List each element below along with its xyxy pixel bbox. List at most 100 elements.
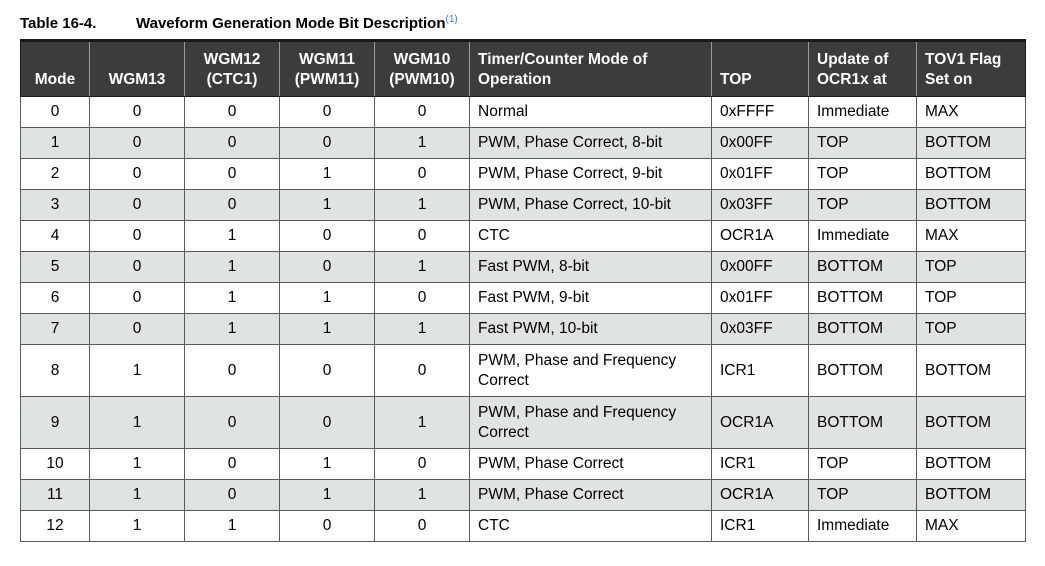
cell-top: 0x01FF [711, 282, 809, 314]
cell-update-ocr1x: BOTTOM [808, 282, 917, 314]
cell-tov1-flag: TOP [916, 313, 1026, 345]
cell-update-ocr1x: TOP [808, 479, 917, 511]
cell-top: OCR1A [711, 479, 809, 511]
cell-mode-of-operation: Fast PWM, 10-bit [469, 313, 712, 345]
header-wgm13: WGM13 [89, 39, 185, 97]
cell-top: ICR1 [711, 510, 809, 542]
cell-update-ocr1x: BOTTOM [808, 396, 917, 449]
header-wgm10: WGM10(PWM10) [374, 39, 470, 97]
cell-wgm13: 1 [89, 448, 185, 480]
cell-tov1-flag: TOP [916, 282, 1026, 314]
cell-wgm12: 0 [184, 344, 280, 397]
cell-wgm10: 0 [374, 448, 470, 480]
cell-mode: 1 [20, 127, 90, 159]
cell-top: 0x01FF [711, 158, 809, 190]
table-title: Waveform Generation Mode Bit Description [136, 15, 446, 32]
cell-wgm10: 1 [374, 313, 470, 345]
cell-tov1-flag: BOTTOM [916, 158, 1026, 190]
cell-mode: 5 [20, 251, 90, 283]
cell-top: OCR1A [711, 396, 809, 449]
cell-update-ocr1x: TOP [808, 448, 917, 480]
cell-wgm12: 1 [184, 313, 280, 345]
cell-wgm10: 1 [374, 189, 470, 221]
cell-top: OCR1A [711, 220, 809, 252]
cell-wgm12: 0 [184, 448, 280, 480]
cell-top: 0x03FF [711, 313, 809, 345]
cell-tov1-flag: BOTTOM [916, 189, 1026, 221]
cell-tov1-flag: BOTTOM [916, 479, 1026, 511]
table-caption: Table 16-4. Waveform Generation Mode Bit … [20, 14, 458, 38]
cell-wgm13: 0 [89, 251, 185, 283]
cell-wgm12: 1 [184, 251, 280, 283]
cell-wgm11: 0 [279, 127, 375, 159]
cell-wgm10: 1 [374, 127, 470, 159]
cell-mode: 12 [20, 510, 90, 542]
cell-mode: 8 [20, 344, 90, 397]
cell-wgm13: 1 [89, 510, 185, 542]
cell-wgm12: 1 [184, 220, 280, 252]
cell-mode: 6 [20, 282, 90, 314]
cell-top: 0xFFFF [711, 96, 809, 128]
table-number: Table 16-4. [20, 15, 97, 32]
cell-mode-of-operation: PWM, Phase Correct [469, 479, 712, 511]
cell-mode-of-operation: CTC [469, 510, 712, 542]
cell-wgm11: 0 [279, 510, 375, 542]
cell-wgm10: 0 [374, 282, 470, 314]
cell-wgm10: 1 [374, 251, 470, 283]
cell-update-ocr1x: BOTTOM [808, 313, 917, 345]
cell-wgm11: 0 [279, 96, 375, 128]
cell-mode-of-operation: Normal [469, 96, 712, 128]
cell-mode: 11 [20, 479, 90, 511]
cell-tov1-flag: MAX [916, 96, 1026, 128]
cell-wgm13: 0 [89, 158, 185, 190]
cell-wgm11: 0 [279, 220, 375, 252]
cell-tov1-flag: BOTTOM [916, 344, 1026, 397]
cell-top: ICR1 [711, 448, 809, 480]
cell-tov1-flag: TOP [916, 251, 1026, 283]
cell-wgm12: 0 [184, 158, 280, 190]
cell-wgm13: 1 [89, 479, 185, 511]
cell-mode-of-operation: CTC [469, 220, 712, 252]
cell-update-ocr1x: Immediate [808, 510, 917, 542]
cell-wgm12: 1 [184, 510, 280, 542]
cell-mode: 7 [20, 313, 90, 345]
cell-top: 0x03FF [711, 189, 809, 221]
header-mode: Mode [20, 39, 90, 97]
cell-wgm11: 1 [279, 448, 375, 480]
cell-top: ICR1 [711, 344, 809, 397]
cell-tov1-flag: MAX [916, 220, 1026, 252]
cell-mode: 2 [20, 158, 90, 190]
cell-wgm10: 0 [374, 96, 470, 128]
cell-mode-of-operation: PWM, Phase Correct, 10-bit [469, 189, 712, 221]
cell-wgm13: 0 [89, 282, 185, 314]
cell-wgm13: 0 [89, 189, 185, 221]
header-wgm12: WGM12(CTC1) [184, 39, 280, 97]
cell-mode: 0 [20, 96, 90, 128]
cell-mode-of-operation: PWM, Phase Correct, 8-bit [469, 127, 712, 159]
cell-wgm11: 1 [279, 282, 375, 314]
footnote-reference[interactable]: (1) [445, 14, 458, 25]
cell-wgm11: 0 [279, 251, 375, 283]
cell-wgm12: 0 [184, 396, 280, 449]
cell-mode-of-operation: PWM, Phase Correct, 9-bit [469, 158, 712, 190]
cell-update-ocr1x: TOP [808, 189, 917, 221]
cell-mode: 10 [20, 448, 90, 480]
header-row: Mode WGM13 WGM12(CTC1) WGM11(PWM11) WGM1… [20, 39, 1026, 97]
cell-wgm12: 1 [184, 282, 280, 314]
cell-wgm13: 0 [89, 96, 185, 128]
cell-mode-of-operation: Fast PWM, 8-bit [469, 251, 712, 283]
cell-top: 0x00FF [711, 127, 809, 159]
cell-wgm13: 0 [89, 127, 185, 159]
